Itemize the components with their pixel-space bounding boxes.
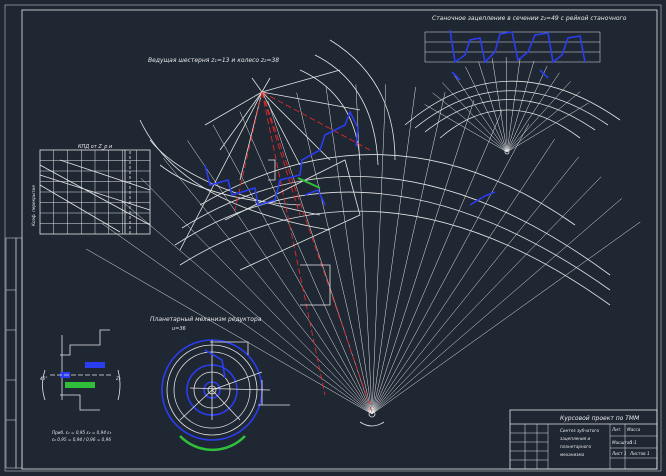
profile-ray xyxy=(452,73,508,153)
side-label-right: Z₂ xyxy=(115,376,121,381)
fan-ray xyxy=(371,100,475,415)
fan-ray xyxy=(371,84,387,415)
main-mesh-view xyxy=(86,39,641,427)
fan-ray xyxy=(355,84,373,415)
fan-ray xyxy=(86,248,373,415)
profile-ray xyxy=(432,92,508,153)
planetary-gear-view xyxy=(161,339,290,452)
ray-fan xyxy=(86,84,641,415)
profile-ray xyxy=(506,91,581,153)
profile-ray-fan xyxy=(424,57,589,153)
gear-view-label: Планетарный механизм редуктора xyxy=(150,316,262,323)
outer-frame xyxy=(4,4,662,472)
title-block-doc-name: Синтез зубчатого зацепления и планетарно… xyxy=(560,428,599,457)
title-block-right-col: Лит. Масса Масштаб 1:1 Лист 1 Листов 1 xyxy=(611,427,650,456)
profile-ray xyxy=(506,81,571,153)
profile-ray xyxy=(491,58,508,153)
profile-ray xyxy=(424,104,508,153)
profile-view xyxy=(404,29,621,155)
chart-grid xyxy=(40,150,150,234)
chart-y-axis-label: Коэф. перекрытия xyxy=(31,185,36,226)
fan-ray xyxy=(296,92,373,415)
side-label-left: 45° xyxy=(40,376,47,381)
profile-ray xyxy=(478,61,508,153)
planetary-scheme xyxy=(42,329,121,411)
chart-label: КПД от Z_p и xyxy=(78,144,113,150)
profile-ray xyxy=(442,82,508,153)
efficiency-chart xyxy=(39,149,151,235)
fan-ray xyxy=(371,198,622,415)
notes-line-1: Приб. ε₁ = 0,95 ε₂ = 0,94 ε₃ xyxy=(52,430,112,435)
fan-ray xyxy=(371,110,503,415)
tb-right-0: Лит. xyxy=(611,427,622,432)
fan-ray xyxy=(212,124,373,415)
fan-ray xyxy=(163,158,373,415)
fan-ray xyxy=(371,92,446,415)
tb-right-4: Лист 1 xyxy=(611,451,627,456)
profile-ray xyxy=(506,65,548,153)
tb-right-3: 1:1 xyxy=(630,440,637,445)
fan-ray xyxy=(371,123,530,415)
fan-ray xyxy=(371,156,579,415)
binding-strip xyxy=(5,237,23,469)
inner-frame xyxy=(21,9,658,470)
profile-ray xyxy=(505,57,508,153)
title-block xyxy=(509,409,658,470)
tb-doc-line-0: Синтез зубчатого xyxy=(560,428,599,433)
profile-ray xyxy=(506,57,521,153)
fan-ray xyxy=(371,138,555,415)
fan-ray xyxy=(140,178,373,415)
tb-right-2: Масштаб xyxy=(612,440,632,445)
profile-ray xyxy=(506,102,589,153)
fan-ray xyxy=(120,199,373,415)
title-block-title: Курсовой проект по ТММ xyxy=(560,415,640,422)
fan-ray xyxy=(371,221,641,415)
gear-ratio-label: u=36 xyxy=(172,326,186,332)
profile-ray xyxy=(506,72,560,153)
tb-doc-line-1: зацепления и xyxy=(560,436,591,441)
profile-ray xyxy=(506,60,535,153)
notes-line-2: ε₀ 0,95 = 0,94 / 0,96 = 0,96 xyxy=(52,437,111,442)
fan-ray xyxy=(239,111,373,415)
tb-right-5: Листов 1 xyxy=(629,451,650,456)
fan-ray xyxy=(325,87,373,415)
tb-doc-line-2: планетарного xyxy=(560,444,591,449)
view-lengths-label: Ведущая шестерня z₁=13 и колесо z₂=38 xyxy=(148,57,279,64)
fan-ray xyxy=(267,100,373,415)
view-profile-label: Станочное зацепление в сечении z₂=49 с р… xyxy=(432,15,627,22)
fan-ray xyxy=(102,223,373,415)
fan-ray xyxy=(371,86,416,415)
tb-doc-line-3: механизма xyxy=(560,452,585,457)
profile-ray xyxy=(465,66,508,153)
tb-right-1: Масса xyxy=(627,427,641,432)
fan-ray xyxy=(371,176,602,415)
